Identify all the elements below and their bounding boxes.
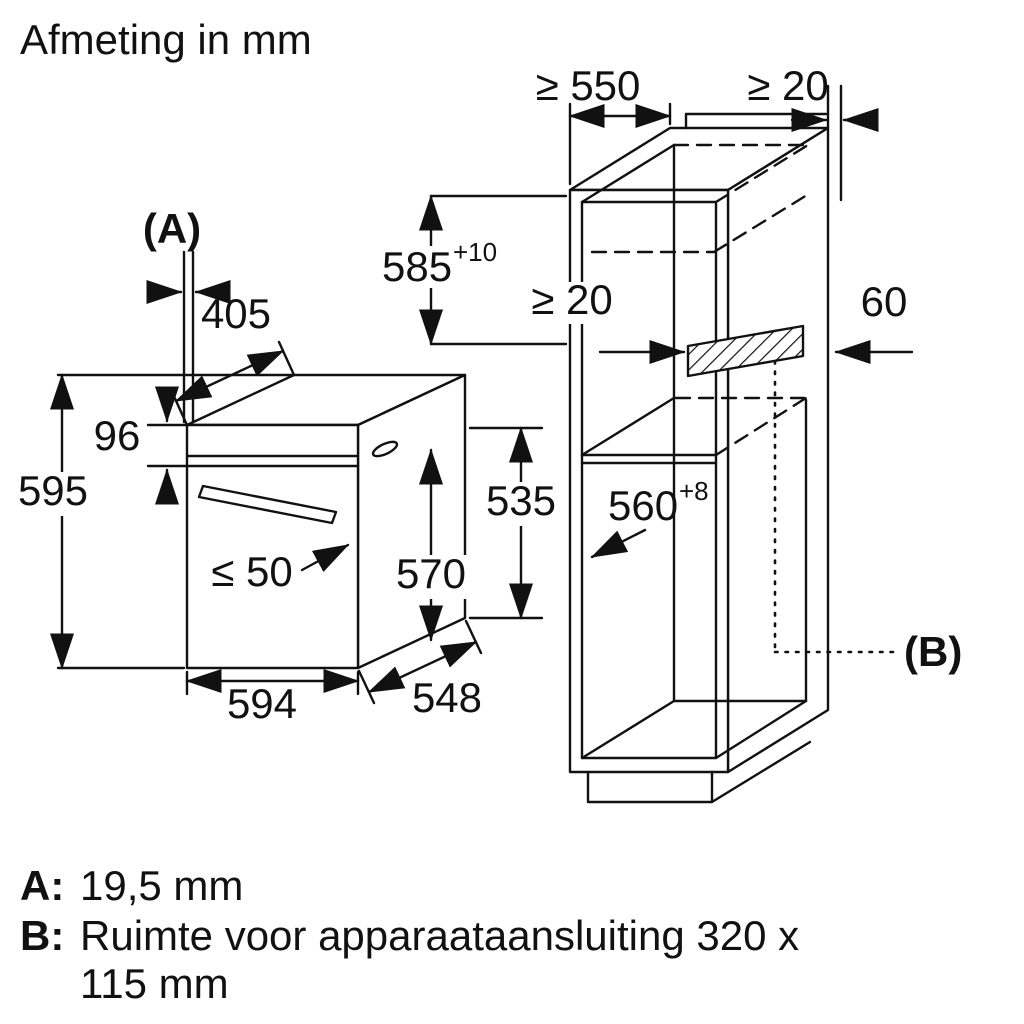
dim-niche-height: 585 +10: [377, 194, 568, 346]
dim-label-594: 594: [227, 680, 297, 727]
bottom-right-edge: [714, 699, 808, 760]
dim-label-96: 96: [94, 412, 141, 459]
oven-front-face: [185, 423, 360, 670]
connection-area-hatch: [686, 324, 805, 378]
cabinet-front-opening: [580, 200, 718, 760]
niche-top-left-edge: [580, 143, 676, 204]
shelf-left-edge: [580, 396, 676, 457]
legend-b-key: B:: [20, 912, 64, 959]
cabinet-plinth: [586, 740, 812, 804]
legend-b-value-line2: 115 mm: [80, 960, 229, 1007]
dim-handle-clearance: ≤ 50: [211, 543, 350, 595]
label-b-ref: (B): [904, 628, 962, 675]
dim-label-550: ≥ 550: [536, 62, 641, 109]
bottom-left-edge: [580, 699, 676, 760]
dim-height: 595: [14, 373, 294, 670]
dim-connection-space: (B): [773, 359, 962, 675]
label-a-ref: (A): [143, 205, 201, 252]
dim-min-depth: ≥ 550: [536, 62, 672, 186]
dim-label-585-tolerance: +10: [453, 237, 497, 267]
dim-label-top-20: ≥ 20: [747, 62, 828, 109]
hidden-top-right-edge: [714, 143, 810, 204]
oven-door-handle: [197, 484, 338, 525]
dim-top-rear-gap: ≥ 20: [747, 62, 879, 132]
dim-label-50: ≤ 50: [211, 548, 292, 595]
dim-label-570: 570: [396, 550, 466, 597]
dim-rear-gap: ≥ 20: [524, 276, 686, 364]
dim-top-depth: 405: [170, 290, 296, 427]
cabinet-dimensions: ≥ 550 ≥ 20 585 +10 ≥ 20 60: [377, 62, 962, 675]
extension-line: [277, 340, 296, 377]
oven-right-face: [356, 373, 467, 670]
oven-drawing: [185, 373, 467, 670]
legend-a-value: 19,5 mm: [80, 862, 243, 909]
page-title: Afmeting in mm: [20, 16, 312, 63]
extension-line: [357, 669, 376, 705]
dim-panel-height: 96: [94, 386, 188, 505]
cabinet-right-face: [726, 126, 830, 774]
shelf-front-edges: [580, 453, 718, 465]
hidden-vent-channel-edge: [712, 190, 814, 254]
dim-line: [367, 640, 478, 694]
dim-label-560-tolerance: +8: [679, 476, 709, 506]
dim-label-585: 585: [382, 243, 452, 290]
legend: A: 19,5 mm B: Ruimte voor apparaataanslu…: [20, 862, 799, 1007]
dim-depth-with-door: 570: [394, 448, 468, 642]
dim-label-inner-20: ≥ 20: [531, 276, 612, 323]
dim-side-height: 535: [468, 426, 559, 620]
dim-label-560: 560: [608, 482, 678, 529]
legend-a-key: A:: [20, 862, 64, 909]
dim-label-405: 405: [201, 290, 271, 337]
dim-a-offset: (A): [143, 205, 231, 424]
cabinet-drawing: [568, 84, 843, 804]
oven-side-vent-slot: [371, 440, 399, 458]
dim-width: 594: [185, 669, 360, 727]
dim-label-60: 60: [861, 278, 908, 325]
dim-depth: 548: [357, 619, 483, 721]
oven-dimensions: (A) 405 96 595 ≤ 50: [14, 205, 559, 727]
extension-line: [464, 619, 483, 655]
legend-b-value-line1: Ruimte voor apparaataansluiting 320 x: [80, 912, 799, 959]
dim-rear-clearance: 60: [834, 278, 914, 364]
dim-label-535: 535: [486, 477, 556, 524]
dim-label-548: 548: [412, 674, 482, 721]
dim-label-595: 595: [18, 467, 88, 514]
hidden-shelf-right-edge: [714, 396, 808, 457]
dim-arrow: [300, 543, 350, 573]
dim-niche-width: 560 +8: [590, 476, 709, 559]
dim-arrow: [590, 528, 647, 559]
